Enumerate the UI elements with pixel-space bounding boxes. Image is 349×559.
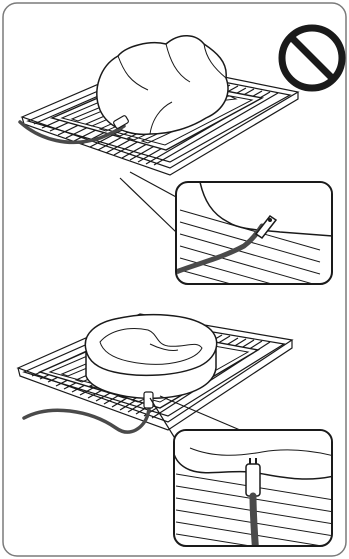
- bottom-panel: [18, 314, 334, 556]
- prohibition-icon: [282, 28, 342, 88]
- top-callout-line: [120, 178, 176, 232]
- steak: [85, 315, 216, 399]
- bottom-detail-inset: [174, 430, 334, 556]
- top-detail-inset: [176, 182, 332, 292]
